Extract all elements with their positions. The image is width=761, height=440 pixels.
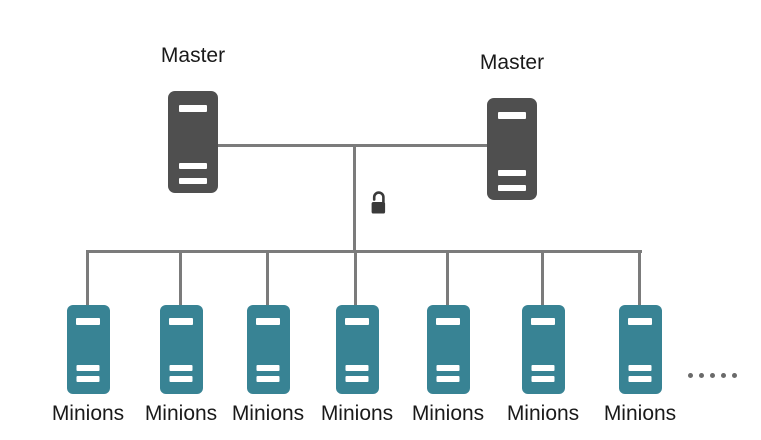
master-label: Master bbox=[479, 51, 545, 74]
minion-label: Minions bbox=[320, 402, 394, 425]
server-slot-bar bbox=[498, 112, 526, 119]
server-slot-bar bbox=[498, 170, 526, 176]
minion-label: Minions bbox=[603, 402, 677, 425]
server-slot-bar bbox=[531, 318, 555, 325]
server-slot-bar bbox=[256, 376, 280, 382]
ellipsis-dot bbox=[699, 373, 704, 378]
minion-node-6: Minions bbox=[497, 305, 589, 427]
server-slot-bar bbox=[498, 185, 526, 191]
server-slot-bar bbox=[76, 318, 100, 325]
server-slot-bar bbox=[628, 365, 652, 371]
minion-label: Minions bbox=[231, 402, 305, 425]
minion-node-3: Minions bbox=[222, 305, 314, 427]
minion-node-7: Minions bbox=[594, 305, 686, 427]
server-slot-bar bbox=[179, 105, 207, 112]
minion-node-1: Minions bbox=[42, 305, 134, 427]
minion-label: Minions bbox=[506, 402, 580, 425]
server-slot-bar bbox=[169, 376, 193, 382]
minion-label: Minions bbox=[144, 402, 218, 425]
server-slot-bar bbox=[628, 318, 652, 325]
ellipsis-dot bbox=[688, 373, 693, 378]
ellipsis-dot bbox=[732, 373, 737, 378]
server-slot-bar bbox=[345, 365, 369, 371]
minion-drop-connector bbox=[541, 250, 544, 306]
server-slot-bar bbox=[531, 376, 555, 382]
server-slot-bar bbox=[179, 178, 207, 184]
minion-node-2: Minions bbox=[135, 305, 227, 427]
server-tower-icon bbox=[487, 98, 537, 200]
master-bus-vertical-connector bbox=[353, 144, 356, 253]
server-tower-icon bbox=[66, 305, 110, 394]
minion-label: Minions bbox=[411, 402, 485, 425]
master-label: Master bbox=[160, 44, 226, 67]
minion-drop-connector bbox=[266, 250, 269, 306]
server-slot-bar bbox=[436, 365, 460, 371]
server-slot-bar bbox=[628, 376, 652, 382]
minion-node-4: Minions bbox=[311, 305, 403, 427]
server-tower-icon bbox=[618, 305, 662, 394]
ellipsis-dot bbox=[710, 373, 715, 378]
server-slot-bar bbox=[76, 376, 100, 382]
open-lock-icon bbox=[368, 190, 388, 220]
server-tower-icon bbox=[168, 91, 218, 193]
server-slot-bar bbox=[256, 365, 280, 371]
minion-drop-connector bbox=[446, 250, 449, 306]
minion-drop-connector bbox=[638, 250, 641, 306]
master-node-1: Master bbox=[143, 42, 243, 193]
server-slot-bar bbox=[436, 318, 460, 325]
server-slot-bar bbox=[179, 163, 207, 169]
server-tower-icon bbox=[426, 305, 470, 394]
minion-distribution-bus bbox=[86, 250, 642, 253]
minion-drop-connector bbox=[179, 250, 182, 306]
server-tower-icon bbox=[159, 305, 203, 394]
server-slot-bar bbox=[256, 318, 280, 325]
server-tower-icon bbox=[335, 305, 379, 394]
server-slot-bar bbox=[76, 365, 100, 371]
server-slot-bar bbox=[436, 376, 460, 382]
server-slot-bar bbox=[169, 365, 193, 371]
server-tower-icon bbox=[246, 305, 290, 394]
minion-drop-connector bbox=[354, 250, 357, 306]
ellipsis-dot bbox=[721, 373, 726, 378]
minion-label: Minions bbox=[51, 402, 125, 425]
minion-node-5: Minions bbox=[402, 305, 494, 427]
server-tower-icon bbox=[521, 305, 565, 394]
server-slot-bar bbox=[345, 318, 369, 325]
server-slot-bar bbox=[169, 318, 193, 325]
server-slot-bar bbox=[531, 365, 555, 371]
more-minions-ellipsis bbox=[688, 373, 737, 378]
minion-drop-connector bbox=[86, 250, 89, 306]
server-slot-bar bbox=[345, 376, 369, 382]
master-node-2: Master bbox=[462, 49, 562, 200]
